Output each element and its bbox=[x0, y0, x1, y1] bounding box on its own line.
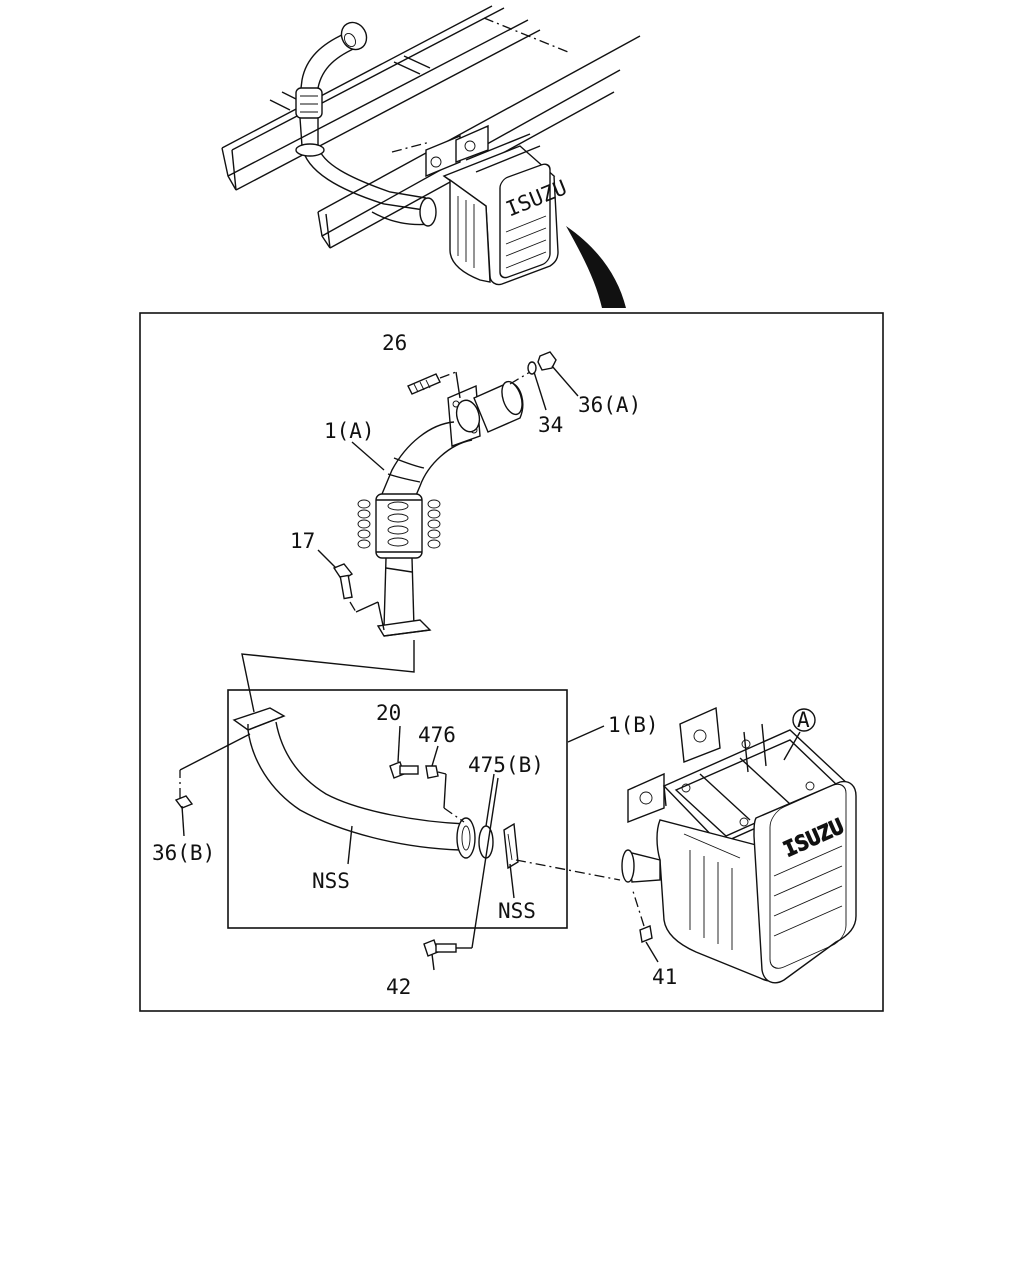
front-pipe-1b bbox=[232, 707, 476, 859]
callout-labels: 26 36(A) 34 1(A) 17 20 476 1(B) 475(B) 3… bbox=[152, 331, 816, 999]
detail-frame bbox=[139, 312, 884, 1012]
callout-20: 20 bbox=[376, 701, 401, 725]
detail-inner-frame-1b bbox=[227, 689, 568, 929]
clamp-plate bbox=[503, 822, 519, 870]
nut-36b bbox=[174, 733, 251, 809]
callout-34: 34 bbox=[538, 413, 563, 437]
callout-42: 42 bbox=[386, 975, 411, 999]
pipe-to-muffler-line bbox=[515, 859, 621, 881]
callout-circle-a-label: A bbox=[797, 708, 810, 732]
muffler-assembly: ISUZU bbox=[621, 706, 857, 984]
callout-nss-pipe: NSS bbox=[312, 869, 350, 893]
bolt-17 bbox=[332, 563, 385, 631]
callout-nss-clamp: NSS bbox=[498, 899, 536, 923]
detail-arrow bbox=[566, 226, 626, 308]
callout-36b: 36(B) bbox=[152, 841, 215, 865]
overview-pipe bbox=[295, 21, 437, 227]
callout-475b: 475(B) bbox=[468, 753, 544, 777]
chassis-frame bbox=[221, 5, 641, 249]
bolt-20-nut-476 bbox=[389, 761, 465, 823]
callout-17: 17 bbox=[290, 529, 315, 553]
front-pipe-1a bbox=[357, 380, 524, 637]
overview-illustration: ISUZU bbox=[221, 5, 641, 308]
nut-41 bbox=[631, 887, 653, 943]
callout-476: 476 bbox=[418, 723, 456, 747]
callout-36a: 36(A) bbox=[578, 393, 641, 417]
bolt-42 bbox=[423, 777, 499, 957]
callout-1a: 1(A) bbox=[324, 419, 375, 443]
overview-muffler: ISUZU bbox=[425, 124, 570, 286]
callout-26: 26 bbox=[382, 331, 407, 355]
callout-1b: 1(B) bbox=[608, 713, 659, 737]
callout-41: 41 bbox=[652, 965, 677, 989]
leader-lines bbox=[181, 365, 801, 971]
callout-circle-a bbox=[792, 708, 816, 732]
stud-26 bbox=[407, 371, 461, 399]
nut-washer-34-36a bbox=[509, 351, 557, 385]
flange-link-line bbox=[241, 640, 415, 713]
